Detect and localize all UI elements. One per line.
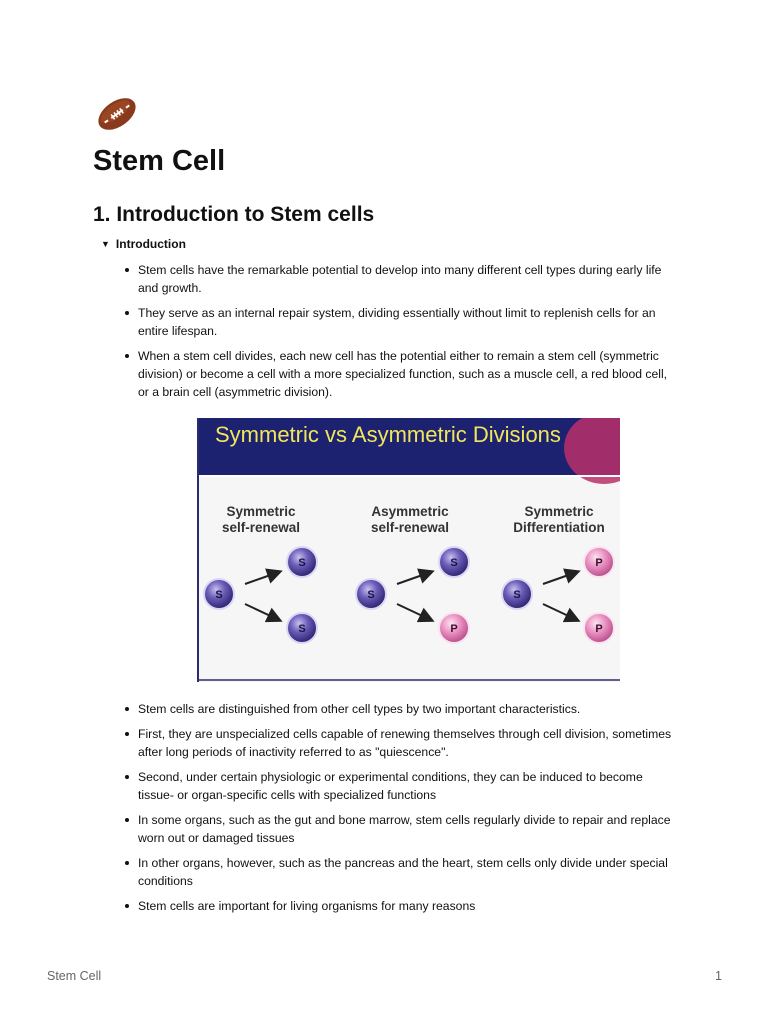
- arrow: [396, 568, 435, 585]
- page-title: Stem Cell: [93, 145, 226, 177]
- footer-document-title: Stem Cell: [47, 969, 102, 983]
- cell-label: P: [595, 623, 602, 635]
- progenitor-cell: [583, 546, 615, 578]
- list-item: In some organs, such as the gut and bone…: [120, 811, 680, 847]
- section-heading: 1. Introduction to Stem cells: [93, 203, 375, 226]
- cell-label: S: [215, 589, 222, 601]
- cell-label: S: [367, 589, 374, 601]
- stem-cell: [286, 612, 318, 644]
- arrow: [542, 568, 581, 585]
- panel-label: Symmetric: [226, 504, 296, 519]
- list-item: They serve as an internal repair system,…: [120, 304, 680, 340]
- list-item: Stem cells are important for living orga…: [120, 897, 680, 915]
- figure-title: Symmetric vs Asymmetric Divisions: [215, 422, 561, 447]
- list-item: Stem cells are distinguished from other …: [120, 700, 680, 718]
- stem-cell: [501, 578, 533, 610]
- toggle-label: Introduction: [115, 237, 186, 251]
- cell-label: P: [595, 557, 602, 569]
- stem-cell: [203, 578, 235, 610]
- bullet-list-intro: Stem cells have the remarkable potential…: [120, 261, 680, 408]
- cell-label: P: [450, 623, 457, 635]
- panel-label: Asymmetric: [371, 504, 449, 519]
- progenitor-cell: [583, 612, 615, 644]
- panel-label: self-renewal: [222, 520, 300, 535]
- stem-cell: [286, 546, 318, 578]
- cell-label: S: [298, 623, 305, 635]
- list-item: Stem cells have the remarkable potential…: [120, 261, 680, 297]
- list-item: In other organs, however, such as the pa…: [120, 854, 680, 890]
- division-diagram: Symmetric vs Asymmetric Divisions Symmet…: [199, 418, 620, 681]
- stem-cell: [355, 578, 387, 610]
- figure-banner: [199, 418, 620, 476]
- footer-page-number: 1: [715, 969, 722, 983]
- bullet-list-characteristics: Stem cells are distinguished from other …: [120, 700, 680, 922]
- division-diagram-figure: Symmetric vs Asymmetric Divisions Symmet…: [197, 418, 620, 682]
- american-football-icon: [98, 98, 136, 130]
- list-item: First, they are unspecialized cells capa…: [120, 725, 680, 761]
- progenitor-cell: [438, 612, 470, 644]
- panel-label: Symmetric: [524, 504, 594, 519]
- cell-label: S: [298, 557, 305, 569]
- panel-label: Differentiation: [513, 520, 605, 535]
- arrow: [244, 568, 283, 585]
- list-item: When a stem cell divides, each new cell …: [120, 347, 680, 401]
- stem-cell: [438, 546, 470, 578]
- arrow: [396, 603, 435, 623]
- arrow: [244, 603, 283, 623]
- arrow: [542, 603, 581, 623]
- introduction-toggle[interactable]: ▼ Introduction: [101, 236, 186, 252]
- list-item: Second, under certain physiologic or exp…: [120, 768, 680, 804]
- panel-label: self-renewal: [371, 520, 449, 535]
- cell-label: S: [450, 557, 457, 569]
- banner-decoration: [564, 418, 620, 484]
- triangle-down-icon: ▼: [101, 239, 110, 249]
- cell-label: S: [513, 589, 520, 601]
